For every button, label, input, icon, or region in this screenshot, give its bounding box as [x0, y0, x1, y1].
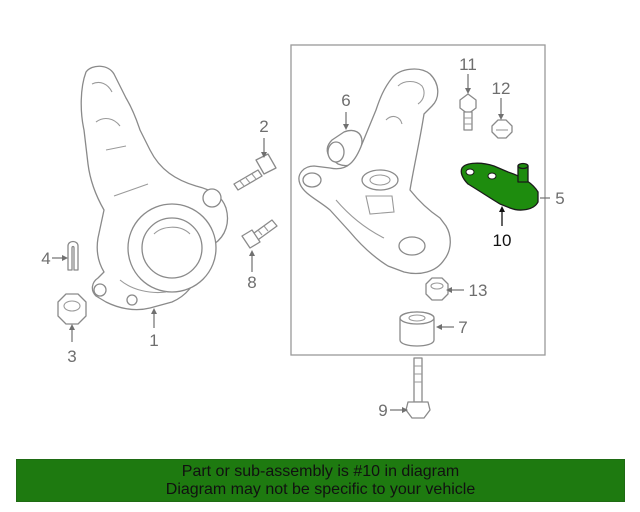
ball-joint-stud-top — [517, 162, 529, 170]
arrow-12 — [498, 114, 504, 120]
castle-nut[interactable] — [57, 293, 87, 325]
arrow-6 — [343, 124, 349, 130]
bolt-9[interactable] — [405, 357, 431, 419]
bushing-6[interactable] — [326, 129, 363, 167]
nut-13[interactable] — [425, 277, 449, 301]
lower-control-arm[interactable] — [298, 68, 451, 275]
arrow-7 — [436, 324, 442, 330]
arrow-2 — [261, 152, 267, 158]
callout-5: 5 — [555, 189, 564, 208]
callout-2: 2 — [259, 117, 268, 136]
callout-3: 3 — [67, 347, 76, 366]
callout-12: 12 — [492, 79, 511, 98]
callout-4: 4 — [41, 249, 50, 268]
callout-7: 7 — [458, 318, 467, 337]
arrow-9 — [402, 407, 408, 413]
ball-joint-plate — [460, 162, 539, 211]
bolt-8[interactable] — [241, 219, 278, 249]
callout-6: 6 — [341, 91, 350, 110]
arrow-8 — [249, 250, 255, 256]
banner-line-disclaimer: Diagram may not be specific to your vehi… — [165, 480, 476, 498]
bolt-11[interactable] — [459, 93, 477, 131]
steering-knuckle[interactable] — [80, 65, 229, 311]
arrow-11 — [465, 88, 471, 94]
callout-8: 8 — [247, 273, 256, 292]
callout-13: 13 — [469, 281, 488, 300]
callout-9: 9 — [378, 401, 387, 420]
cotter-pin[interactable] — [67, 240, 79, 271]
ball-joint-highlighted[interactable] — [460, 162, 539, 211]
arrow-10 — [499, 206, 505, 212]
arrow-3 — [69, 324, 75, 330]
arrow-4 — [62, 255, 68, 261]
arrow-13 — [446, 287, 452, 293]
subassembly-box — [290, 44, 546, 356]
callout-11: 11 — [459, 55, 477, 74]
bolt-12[interactable] — [491, 119, 513, 139]
bolt-2[interactable] — [233, 153, 277, 191]
callout-1: 1 — [149, 331, 158, 350]
banner-line-part-number: Part or sub-assembly is #10 in diagram — [181, 462, 460, 480]
info-banner: Part or sub-assembly is #10 in diagram D… — [16, 459, 625, 502]
callout-10-highlighted: 10 — [493, 231, 512, 250]
bushing-7[interactable] — [399, 311, 435, 347]
arrow-1 — [151, 308, 157, 314]
